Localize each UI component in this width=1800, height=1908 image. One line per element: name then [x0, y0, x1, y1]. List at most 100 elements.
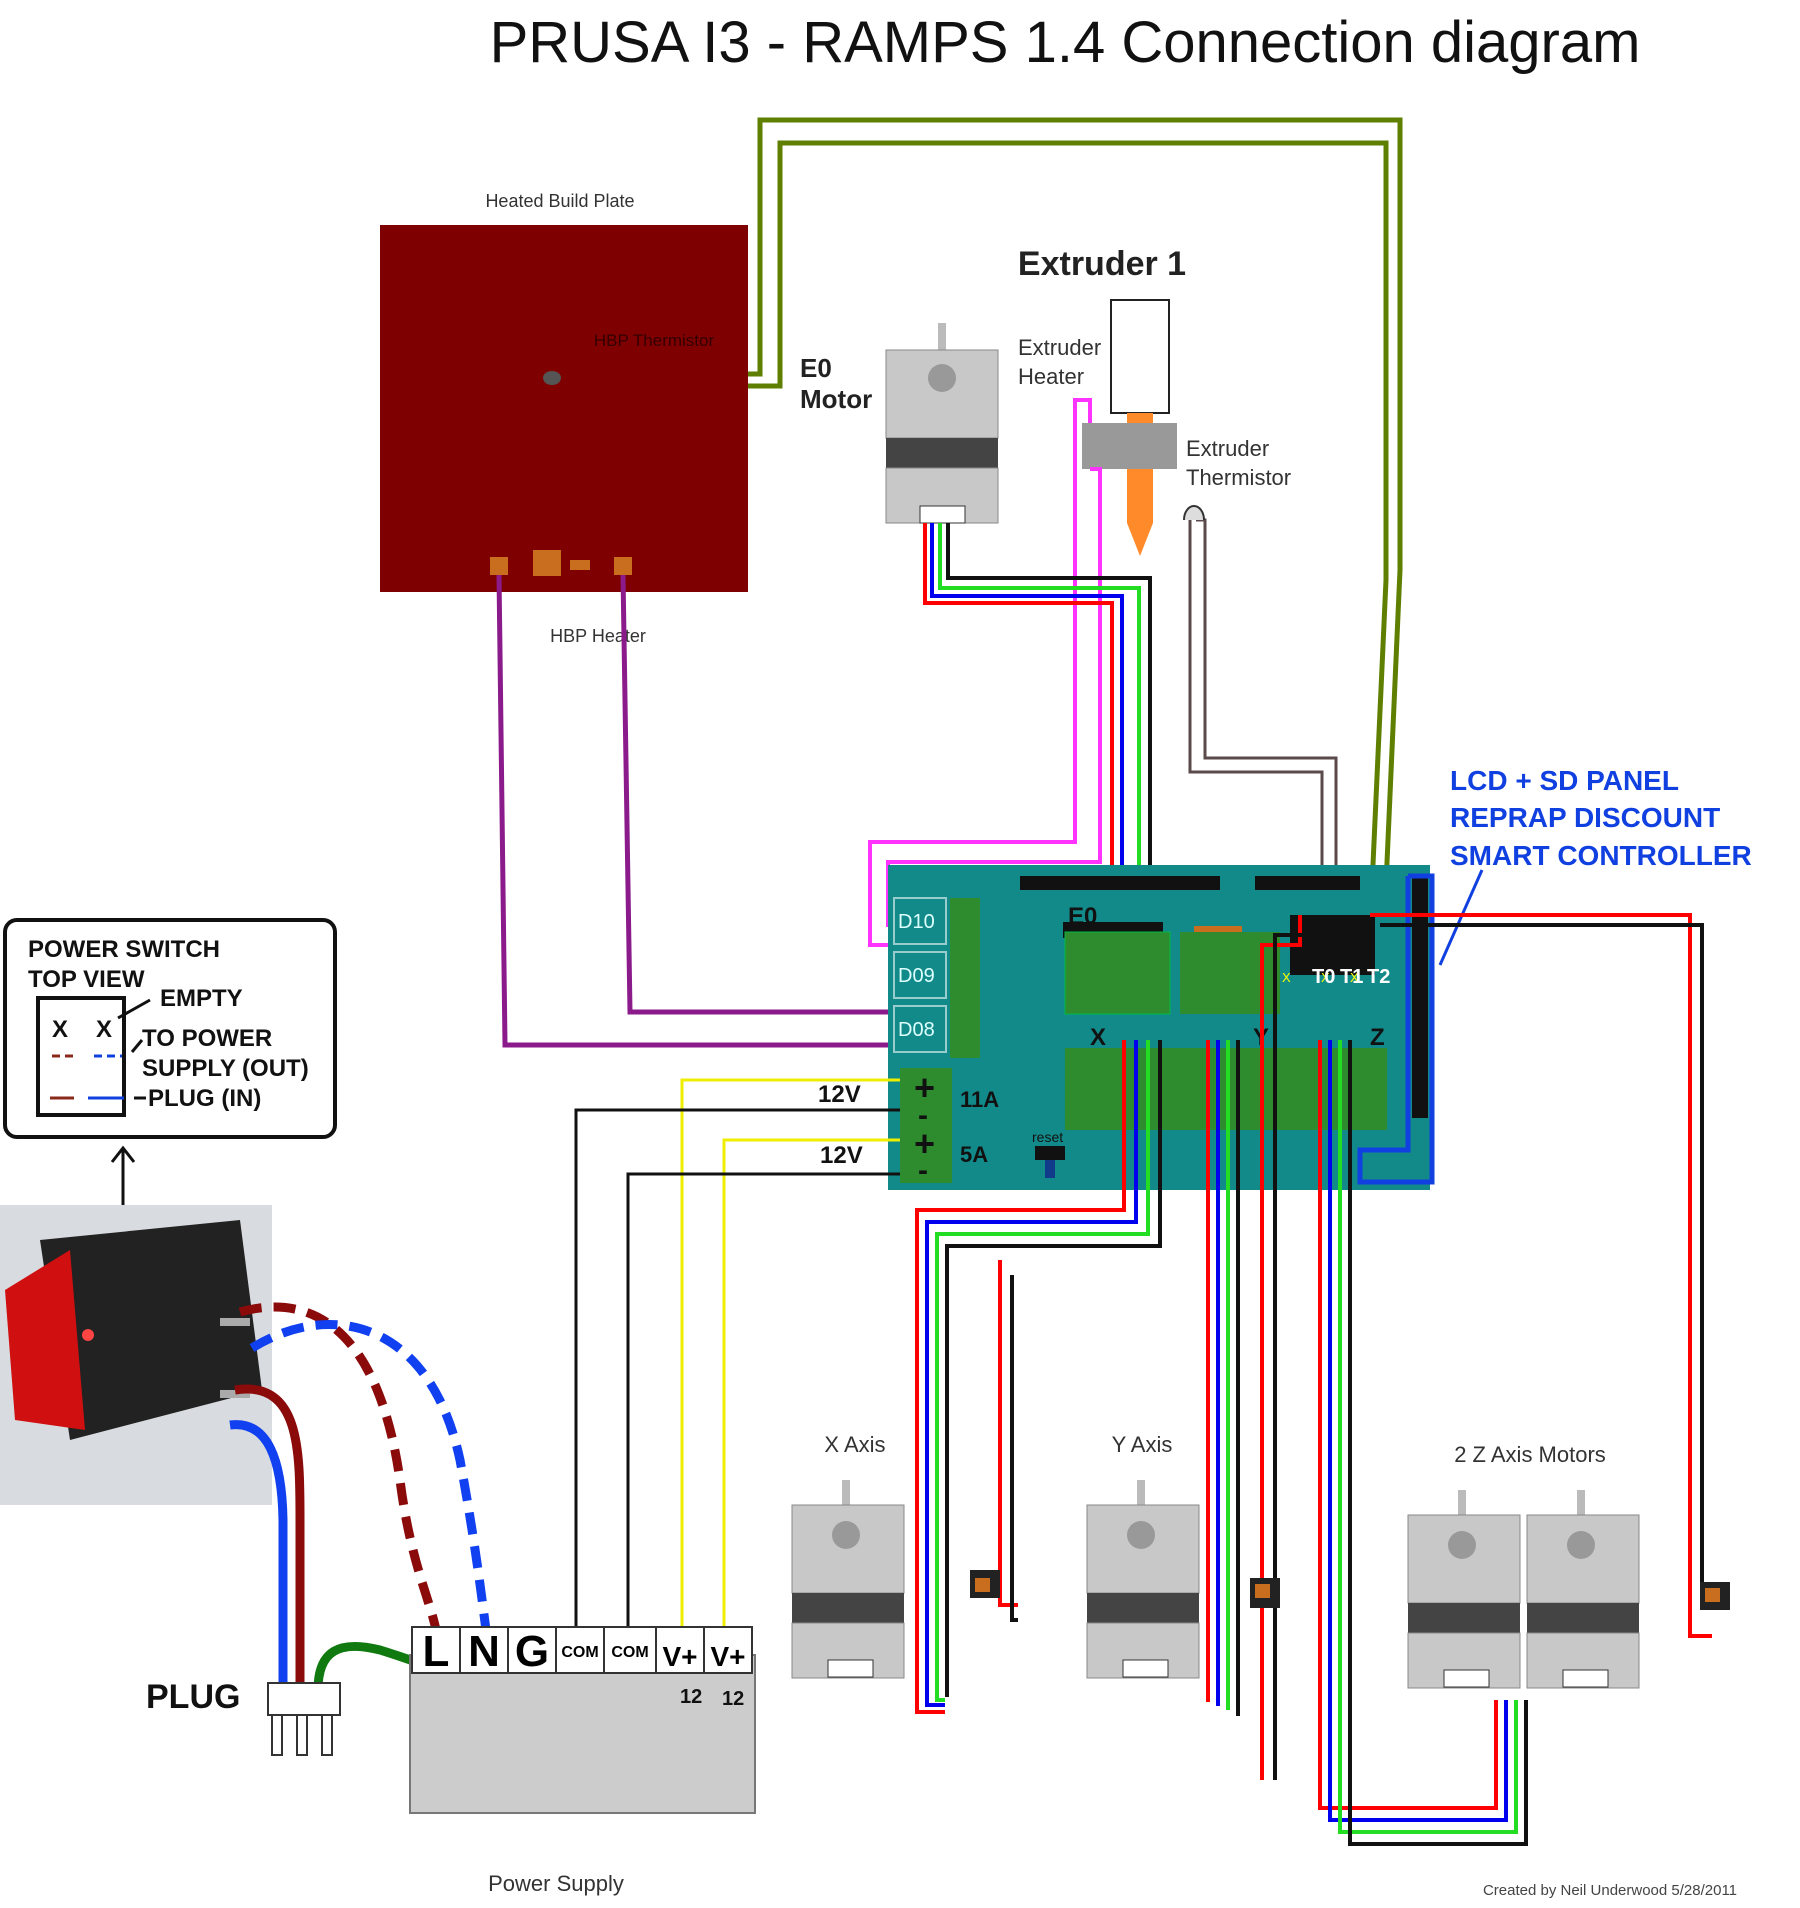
x-axis-stepper-motor	[791, 1480, 905, 1679]
legend-supply-out: SUPPLY (OUT)	[142, 1055, 309, 1082]
bed-pad	[490, 557, 508, 575]
bed-thermistor	[543, 371, 561, 385]
e0-header-label: E0	[1068, 903, 1097, 930]
bed-pad	[533, 550, 561, 576]
power-rating-5a: 5A	[960, 1142, 988, 1167]
psu-voltage-2: 12	[722, 1688, 744, 1710]
psu-terminal	[703, 1626, 753, 1674]
psu-terminal	[411, 1626, 461, 1674]
lcd-header-outline	[1357, 873, 1435, 1185]
power-supply	[409, 1654, 756, 1814]
legend-to-power: TO POWER	[142, 1025, 272, 1052]
nozzle-tip	[1127, 523, 1153, 556]
diagram-title: PRUSA I3 - RAMPS 1.4 Connection diagram	[490, 10, 1641, 75]
plus-5a: +	[914, 1123, 935, 1164]
legend-title-2: TOP VIEW	[28, 966, 145, 993]
z-axis-stepper-motor-right	[1526, 1490, 1640, 1689]
plug-label: PLUG	[146, 1678, 240, 1716]
endstop-wires	[1260, 913, 1712, 1780]
reset-button	[1035, 1146, 1065, 1160]
lcd-label-2: REPRAP DISCOUNT	[1450, 802, 1720, 833]
nc-mark: X	[1350, 970, 1359, 985]
psu-terminal-label: N	[468, 1627, 500, 1676]
switch-indicator	[82, 1329, 94, 1341]
x-axis-label: X Axis	[824, 1432, 885, 1457]
bed-label: Heated Build Plate	[485, 191, 634, 211]
psu-terminal	[555, 1626, 605, 1674]
legend-title-1: POWER SWITCH	[28, 936, 220, 963]
legend-empty: EMPTY	[160, 985, 243, 1012]
voltage-label-11a: 12V	[818, 1081, 861, 1108]
e0-motor-label-1: E0	[800, 353, 832, 383]
extruder-title: Extruder 1	[1018, 245, 1186, 283]
z-axis-label: 2 Z Axis Motors	[1454, 1442, 1606, 1467]
switch-rocker	[5, 1250, 85, 1430]
extruder-body	[1110, 299, 1170, 414]
bed-pad	[570, 560, 590, 570]
d09-label: D09	[898, 965, 935, 987]
x-endstop-switch	[970, 1570, 1000, 1598]
extruder-heater-label-1: Extruder	[1018, 335, 1101, 360]
t1-label: T1	[1340, 966, 1363, 988]
t2-label: T2	[1367, 966, 1390, 988]
voltage-label-5a: 12V	[820, 1142, 863, 1169]
bed-thermistor-label: HBP Thermistor	[594, 331, 715, 350]
switch-terminal	[220, 1390, 250, 1398]
power-terminal	[900, 1068, 952, 1183]
z-header-label: Z	[1370, 1024, 1385, 1051]
minus-5a: -	[918, 1154, 928, 1187]
reset-button-stem	[1045, 1160, 1055, 1178]
thermistor-header	[1290, 915, 1375, 975]
mosfet-outputs	[893, 897, 980, 1058]
bed-pad	[614, 557, 632, 575]
minus-11a: -	[918, 1099, 928, 1132]
bed-heater-label: HBP Heater	[550, 626, 646, 646]
z-axis-stepper-motor-left	[1407, 1490, 1521, 1689]
e0-motor-label-2: Motor	[800, 384, 872, 414]
extruder-thermistor-label-1: Extruder	[1186, 436, 1269, 461]
plug-icon	[267, 1682, 341, 1756]
psu-terminal-label: L	[423, 1627, 450, 1676]
extruder-thermistor-wires	[1188, 518, 1338, 915]
power-switch-legend	[3, 918, 337, 1139]
xy-endstop-wires	[998, 1260, 1018, 1622]
e0-motor-wires	[923, 523, 1152, 910]
extruder-thermistor-label-2: Thermistor	[1186, 465, 1291, 490]
heater-block	[1082, 423, 1177, 469]
nc-mark: X	[1321, 970, 1330, 985]
lcd-pointer	[1438, 869, 1484, 966]
extruder-heater-label-2: Heater	[1018, 364, 1084, 389]
psu-terminal	[655, 1626, 705, 1674]
psu-to-board-wires	[574, 1078, 900, 1642]
lcd-label-1: LCD + SD PANEL	[1450, 765, 1679, 796]
d10-label: D10	[898, 911, 935, 933]
switch-terminal	[220, 1318, 250, 1326]
psu-terminal	[507, 1626, 557, 1674]
y-axis-stepper-motor	[1086, 1480, 1200, 1679]
credit-text: Created by Neil Underwood 5/28/2011	[1483, 1882, 1737, 1899]
switch-x-right: X	[96, 1016, 112, 1043]
psu-terminal-label: COM	[611, 1644, 648, 1661]
d08-label: D08	[898, 1019, 935, 1041]
switch-body	[40, 1220, 262, 1440]
psu-terminal-label: G	[515, 1627, 549, 1676]
power-supply-label: Power Supply	[488, 1871, 624, 1896]
nc-mark: X	[1282, 970, 1291, 985]
legend-plug-in: PLUG (IN)	[148, 1085, 261, 1112]
power-rating-11a: 11A	[960, 1087, 999, 1112]
switch-x-left: X	[52, 1016, 68, 1043]
heated-build-plate	[380, 225, 748, 592]
motor-wire-bundles	[915, 1040, 1528, 1846]
psu-terminal-label: V+	[710, 1641, 745, 1672]
switch-top-view	[36, 996, 126, 1117]
psu-voltage-1: 12	[680, 1686, 702, 1708]
extruder-thermistor	[1183, 505, 1205, 521]
reset-label: reset	[1032, 1129, 1063, 1145]
psu-terminal-label: V+	[662, 1641, 697, 1672]
x-header-label: X	[1090, 1024, 1106, 1051]
psu-terminal-label: COM	[561, 1644, 598, 1661]
t0-label: T0	[1312, 966, 1335, 988]
y-axis-label: Y Axis	[1112, 1432, 1173, 1457]
